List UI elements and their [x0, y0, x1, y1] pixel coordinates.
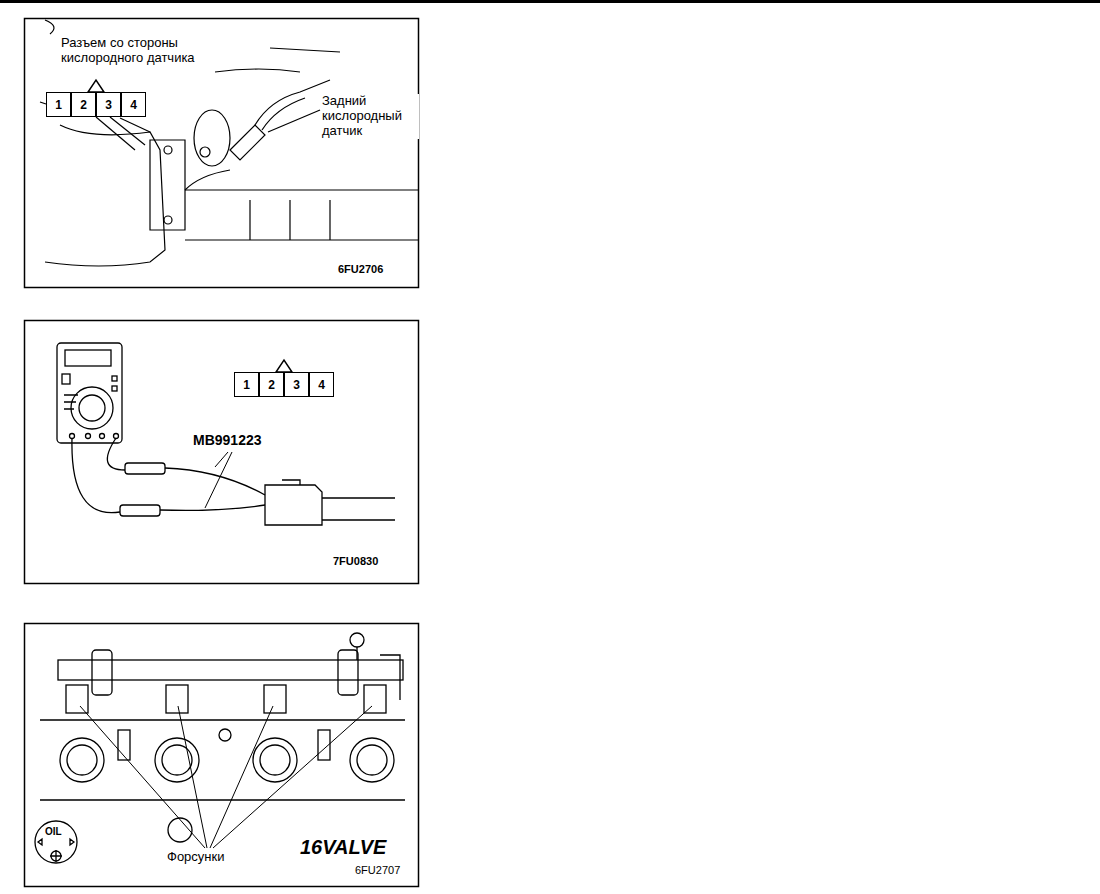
connector-pin: 3 — [96, 92, 121, 117]
injector-sketch — [35, 633, 405, 863]
top-rule — [0, 0, 1100, 3]
figure-frame — [25, 321, 419, 584]
connector-pin: 1 — [234, 372, 259, 397]
connector-pin: 4 — [309, 372, 334, 397]
connector-key — [276, 360, 292, 372]
part-label: Форсунки — [166, 850, 225, 865]
figure-code: 6FU2707 — [355, 864, 400, 877]
test-harness — [72, 438, 395, 525]
pin-number: 2 — [80, 98, 87, 112]
pin-number: 2 — [268, 378, 275, 392]
pin-number: 4 — [130, 98, 137, 112]
connector-pin: 3 — [284, 372, 309, 397]
multimeter — [57, 343, 122, 443]
pin-number: 1 — [243, 378, 250, 392]
pin-number: 4 — [318, 378, 325, 392]
pin-number: 3 — [293, 378, 300, 392]
connector-pin: 2 — [71, 92, 96, 117]
pin-number: 3 — [105, 98, 112, 112]
figure-code: 7FU0830 — [333, 555, 378, 568]
connector-pin: 2 — [259, 372, 284, 397]
connector-key — [88, 80, 104, 92]
figure-code: 6FU2706 — [338, 263, 383, 276]
connector-pin: 4 — [121, 92, 146, 117]
cap-text: OIL — [45, 826, 62, 838]
leader-line — [205, 452, 232, 508]
leader-line — [80, 706, 372, 848]
figure-frame — [25, 19, 419, 288]
tool-number: MB991223 — [192, 432, 263, 448]
connector-label: Разъем со стороны кислородного датчика — [60, 36, 212, 66]
pin-number: 1 — [55, 98, 62, 112]
engine-badge: 16VALVE — [300, 836, 386, 859]
figure-frame — [25, 624, 419, 887]
part-label: Задний кислородный датчик — [321, 94, 419, 139]
connector-pin: 1 — [46, 92, 71, 117]
engine-sketch — [40, 20, 418, 266]
